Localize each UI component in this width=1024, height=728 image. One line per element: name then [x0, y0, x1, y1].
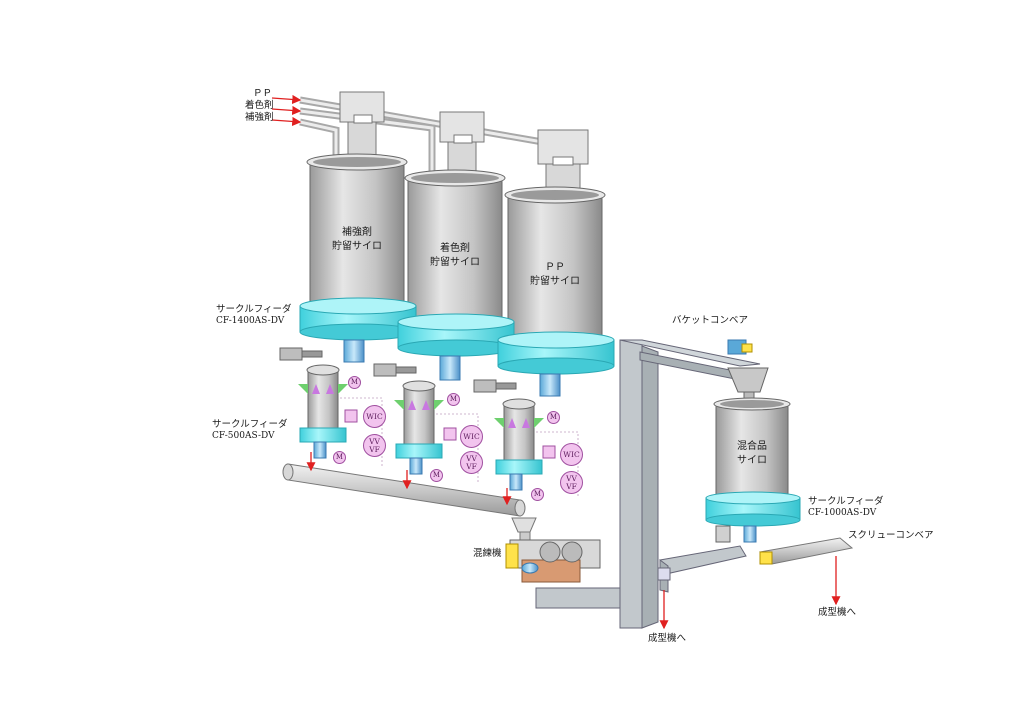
storage-silo-2	[404, 169, 506, 327]
bucket-conveyor-label: バケットコンベア	[672, 315, 749, 326]
wic-badge-3: WIC	[560, 443, 583, 466]
cf1000-model: CF-1000AS-DV	[808, 507, 877, 518]
screw-conveyor-label: スクリューコンベア	[848, 530, 934, 541]
kneader-machine	[505, 517, 601, 583]
cf500-label: サークルフィーダ CF-500AS-DV	[212, 419, 288, 441]
feeder-cf500-3	[494, 398, 544, 491]
silo-label-3: ＰＰ 貯留サイロ	[530, 261, 580, 288]
inlet-label-reinforcer: 補強剤	[245, 112, 274, 123]
feeder-cf1400-1	[299, 297, 417, 341]
vvvf-badge-3-bottom: VF	[566, 481, 577, 491]
cf1000-name: サークルフィーダ	[808, 496, 884, 507]
silo-label-3-line1: ＰＰ	[545, 262, 565, 273]
motor-badge-2a: M	[447, 393, 460, 406]
silo-label-1: 補強剤 貯留サイロ	[332, 226, 382, 253]
to-molding-label-1: 成型機へ	[648, 633, 687, 644]
inlet-arrow-reinforcer	[271, 116, 302, 126]
side-motors	[279, 347, 517, 393]
silo-label-3-line2: 貯留サイロ	[530, 275, 580, 287]
to-molding-label-2: 成型機へ	[818, 607, 857, 618]
filter-box-3	[537, 129, 589, 195]
wic-badge-1: WIC	[363, 405, 386, 428]
motor-badge-3a: M	[547, 411, 560, 424]
silo-label-2-line1: 着色剤	[440, 243, 470, 254]
inlet-arrow-pp	[271, 94, 302, 104]
cf500-name: サークルフィーダ	[212, 419, 288, 430]
drop-arrows	[306, 452, 512, 506]
feeder-cf1000	[705, 491, 801, 543]
cf1400-label: サークルフィーダ CF-1400AS-DV	[216, 304, 292, 326]
cf1400-model: CF-1400AS-DV	[216, 315, 285, 326]
silo-label-2: 着色剤 貯留サイロ	[430, 242, 480, 269]
vvvf-badge-1-top: VV	[369, 437, 380, 446]
inlet-arrow-colorant	[271, 105, 302, 115]
kneader-label: 混練機	[473, 548, 502, 559]
cf1000-label: サークルフィーダ CF-1000AS-DV	[808, 496, 884, 518]
motor-badge-1a: M	[348, 376, 361, 389]
inlet-label-pp: ＰＰ	[253, 88, 273, 99]
feeder-cf500-2	[394, 380, 444, 475]
vvvf-badge-3-top: VV	[566, 474, 577, 483]
vvvf-badge-1-bottom: VF	[369, 444, 380, 454]
feeder-cf500-1	[298, 364, 348, 459]
silo-label-1-line1: 補強剤	[342, 227, 372, 238]
motor-badge-2b: M	[430, 469, 443, 482]
inlet-arrows	[271, 94, 302, 126]
cf500-model: CF-500AS-DV	[212, 430, 275, 441]
mixed-silo-label-line2: サイロ	[737, 454, 767, 466]
screw-conveyor-right	[657, 537, 854, 593]
motor-badge-1b: M	[333, 451, 346, 464]
control-boxes	[344, 409, 556, 459]
silo-label-1-line2: 貯留サイロ	[332, 240, 382, 252]
mixed-silo-label-line1: 混合品	[737, 441, 767, 452]
feeder-cf1400-3	[497, 331, 615, 375]
vvvf-badge-2-bottom: VF	[466, 461, 477, 471]
feeder-outlets	[343, 339, 561, 397]
cf1400-name: サークルフィーダ	[216, 304, 292, 315]
storage-silo-3	[504, 186, 606, 346]
filter-box-1	[339, 91, 385, 165]
motor-badge-3b: M	[531, 488, 544, 501]
wic-badge-2: WIC	[460, 425, 483, 448]
vvvf-badge-2-top: VV	[466, 454, 477, 463]
feeder-cf1400-2	[397, 313, 515, 357]
inlet-label-colorant: 着色剤	[245, 100, 274, 111]
bucket-conveyor	[535, 339, 769, 629]
storage-silo-1	[306, 153, 408, 311]
silo-label-2-line2: 貯留サイロ	[430, 256, 480, 268]
collecting-conveyor	[282, 463, 526, 517]
mixed-silo-label: 混合品 サイロ	[737, 440, 767, 467]
mixed-product-silo	[713, 397, 791, 501]
